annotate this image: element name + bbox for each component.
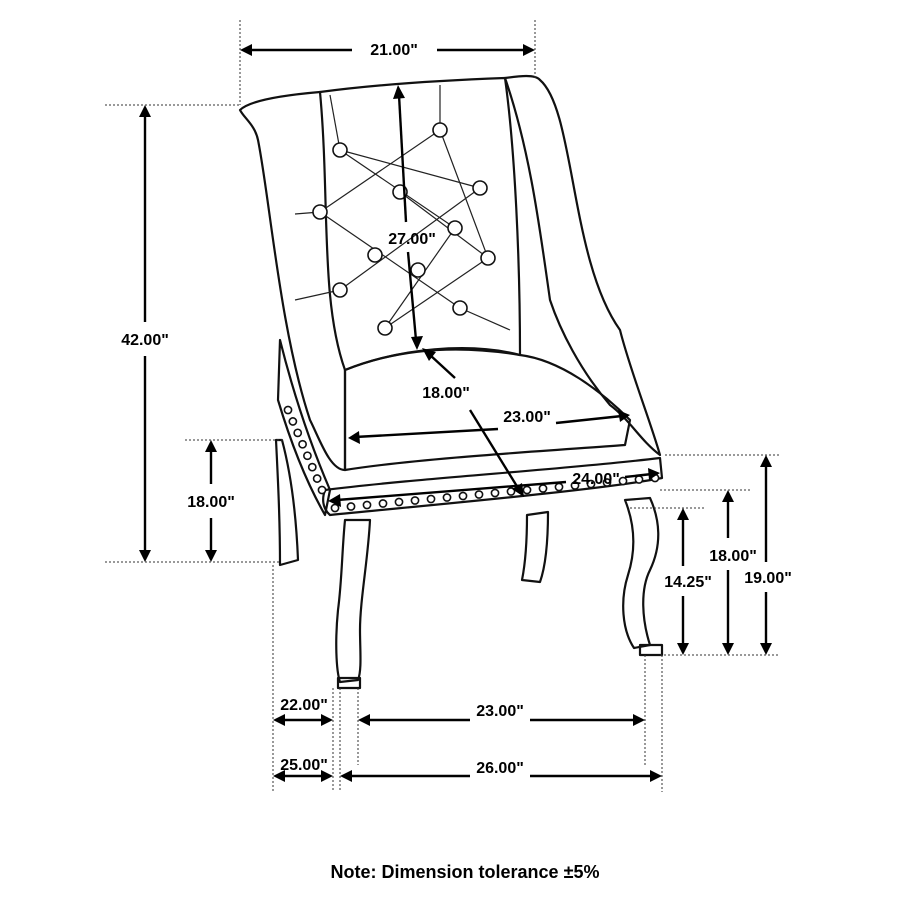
- nailhead: [586, 479, 596, 489]
- nailhead: [618, 476, 628, 486]
- seat-side-rail: [276, 338, 332, 517]
- nailhead: [474, 490, 484, 499]
- dimension-lines: [139, 44, 772, 782]
- label-seat-front-height: 19.00": [744, 570, 792, 587]
- tufting-grid: [294, 85, 511, 331]
- seat-cushion: [343, 347, 632, 472]
- dimension-labels: 21.00" 42.00" 18.00" 27.00" 18.00" 23.00…: [121, 42, 792, 777]
- nailhead: [394, 497, 404, 507]
- label-seat-height: 18.00": [709, 548, 757, 565]
- nailhead: [442, 493, 452, 502]
- rear-right-leg: [520, 510, 550, 584]
- backrest-right-wing: [503, 74, 662, 457]
- nailhead: [426, 494, 436, 504]
- nailhead: [303, 451, 312, 461]
- nailhead: [378, 499, 388, 508]
- nailhead: [634, 475, 644, 484]
- rear-left-leg: [274, 438, 300, 567]
- label-leg-depth-outer: 25.00": [280, 757, 328, 774]
- nailhead: [458, 491, 468, 501]
- nailhead: [293, 428, 303, 438]
- nailhead: [307, 462, 317, 472]
- label-leg-width-inner: 23.00": [476, 703, 524, 720]
- nailhead: [283, 405, 293, 415]
- label-seat-depth: 18.00": [422, 385, 470, 402]
- nailhead: [506, 487, 516, 496]
- front-right-foot: [638, 643, 664, 657]
- label-leg-depth-inner: 22.00": [280, 697, 328, 714]
- nailhead: [298, 439, 307, 449]
- extension-lines: [105, 20, 780, 792]
- nailhead: [538, 484, 548, 493]
- backrest-panel: [318, 76, 522, 372]
- label-inner-seat-width: 23.00": [503, 409, 551, 426]
- chair-outline: [238, 74, 664, 690]
- label-leg-width-outer: 26.00": [476, 760, 524, 777]
- nailhead: [522, 485, 532, 495]
- nailhead: [312, 474, 322, 483]
- nailhead: [330, 503, 340, 513]
- label-arm-height-left: 18.00": [187, 494, 235, 511]
- nailhead: [490, 488, 500, 498]
- label-overall-width: 21.00": [370, 42, 418, 59]
- label-overall-height: 42.00": [121, 332, 169, 349]
- nailhead: [602, 478, 612, 487]
- nailhead-trim: [283, 405, 660, 513]
- front-left-foot: [336, 676, 362, 690]
- nailhead: [362, 500, 372, 510]
- nailhead: [554, 482, 564, 492]
- front-right-leg: [622, 496, 660, 650]
- seat-front-rail: [322, 456, 664, 517]
- nailhead: [410, 496, 420, 505]
- label-apron-height: 14.25": [664, 574, 712, 591]
- label-seat-width: 24.00": [572, 471, 620, 488]
- label-back-height: 27.00": [388, 231, 436, 248]
- nailhead: [288, 417, 298, 426]
- front-left-leg: [335, 518, 372, 684]
- backrest-left-wing: [238, 90, 347, 472]
- nailhead: [346, 502, 356, 511]
- tolerance-note: Note: Dimension tolerance ±5%: [330, 862, 600, 882]
- nailhead: [317, 485, 327, 495]
- nailhead: [570, 481, 580, 490]
